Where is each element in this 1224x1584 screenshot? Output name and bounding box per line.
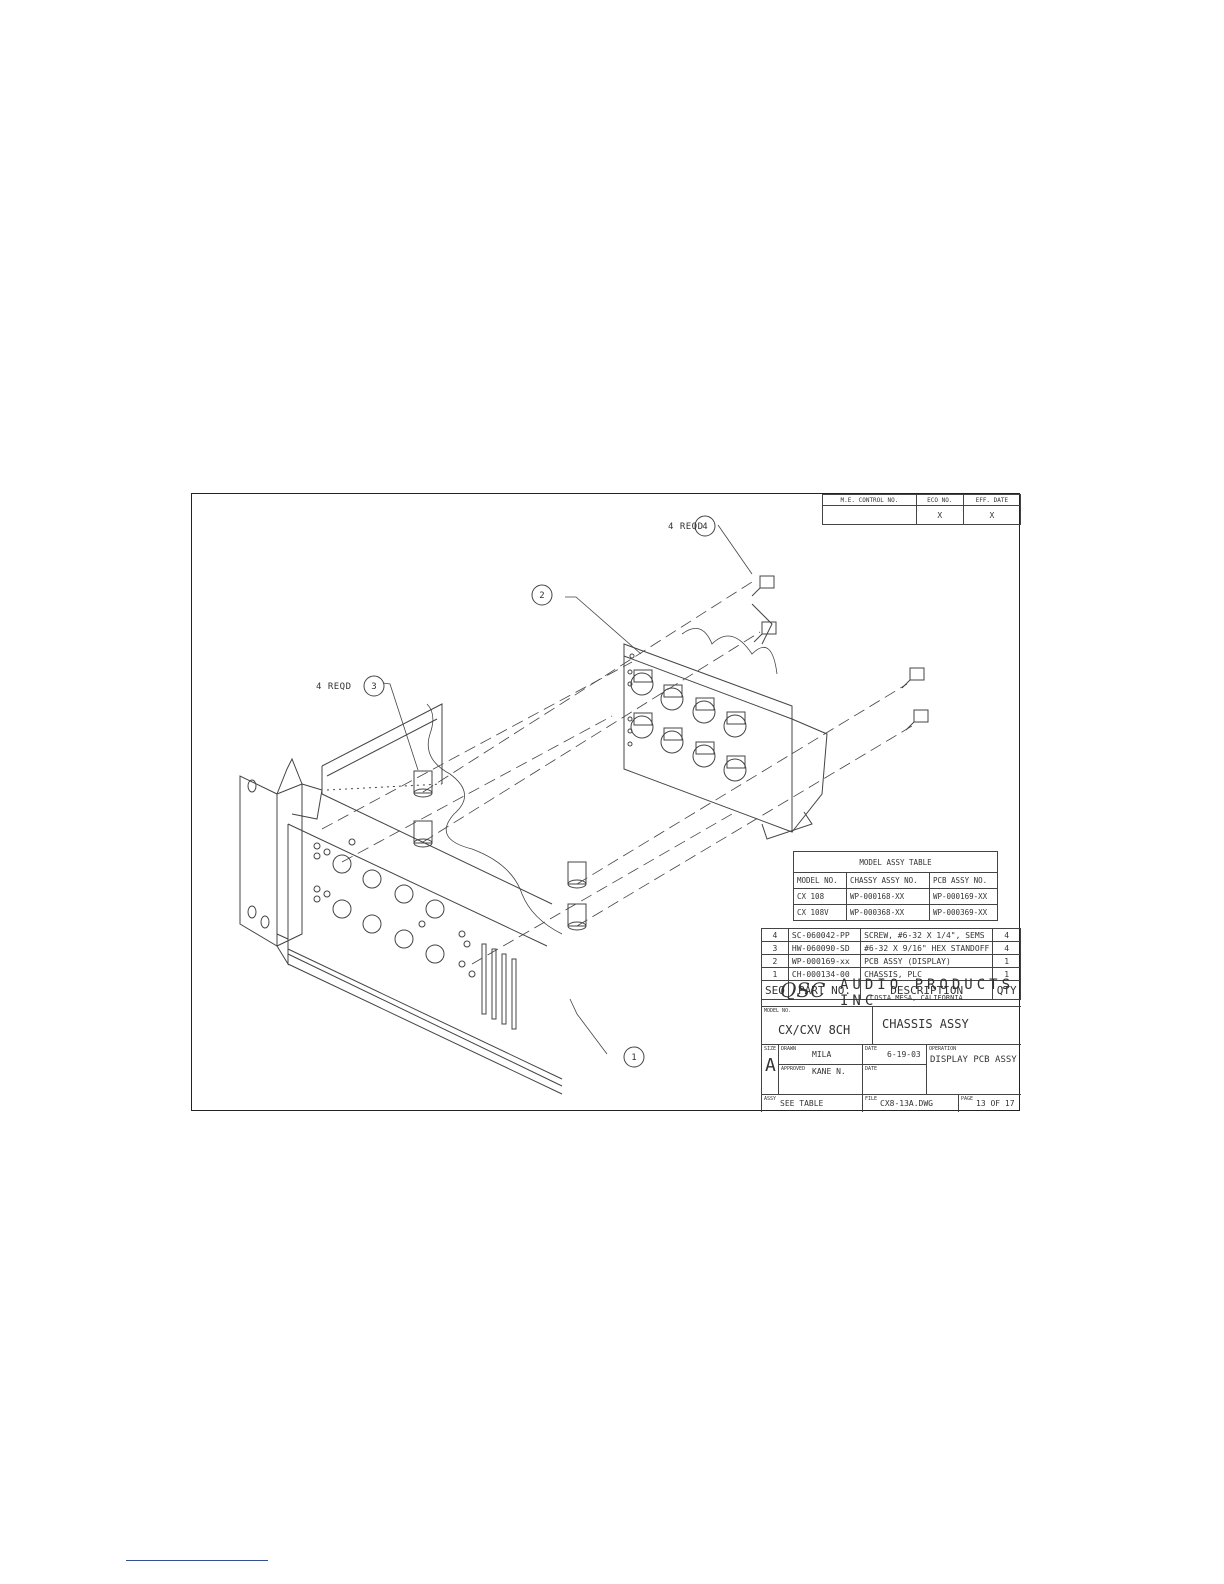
chassis-front-panel [239,703,563,1095]
vent-slots [481,943,517,1030]
assy-label: ASSY [764,1096,777,1102]
model-table-title: MODEL ASSY TABLE [793,851,998,873]
bom-header-part: PART NO. [787,980,862,1000]
model-table-header: CHASSY ASSY NO. [845,872,930,889]
balloon-1-number: 1 [631,1053,636,1063]
sheet-size: A [765,1055,776,1076]
model-cell: WP-000369-XX [928,904,999,921]
balloon-3-circle [363,675,385,697]
model-cell: CX 108V [793,904,847,921]
balloon-1-circle [623,1046,645,1068]
balloon-3-number: 3 [371,682,376,692]
page-number: 13 OF 17 [976,1099,1015,1108]
screws [751,575,929,731]
rev-value-date: X [962,505,1022,525]
bom-header-description: DESCRIPTION [860,980,994,1000]
operation-label: OPERATION [929,1046,957,1052]
assembly-lines [321,581,913,965]
table-row: CX 108 WP-000168-XX WP-000169-XX [793,888,999,905]
bom-cell: 4 [992,928,1021,942]
rev-header-eco: ECO NO. [915,494,964,506]
model-number: CX/CXV 8CH [778,1023,851,1037]
balloon-4-note: 4 REQD [668,522,704,532]
company-row: QSC AUDIO PRODUCTS INC COSTA MESA, CALIF… [762,975,1021,1009]
revision-block: M.E. CONTROL NO. ECO NO. EFF. DATE X X [822,494,1022,525]
assy-row: ASSY SEE TABLE FILE CX8-13A.DWG PAGE 13 … [762,1095,1021,1112]
balloon-4-circle [694,515,716,537]
size-row: SIZE A DRAWN MILA APPROVED KANE N. DATE … [762,1045,1021,1095]
drawn-label: DRAWN [781,1046,797,1052]
model-cell: WP-000169-XX [928,888,999,905]
bottom-link-underline[interactable] [126,1560,268,1561]
model-cell: WP-000168-XX [845,888,930,905]
file-label: FILE [865,1096,878,1102]
rev-value-eco: X [915,505,964,525]
bom-cell: 2 [761,954,789,968]
model-table-header: MODEL NO. [793,872,847,889]
table-row: CX 108V WP-000368-XX WP-000369-XX [793,904,999,921]
title-block: QSC AUDIO PRODUCTS INC COSTA MESA, CALIF… [761,975,1021,1112]
file-name: CX8-13A.DWG [880,1099,933,1108]
exploded-assembly-drawing: 1 2 3 4 4 REQD 4 REQD [239,515,929,1095]
rev-header-date: EFF. DATE [962,494,1022,506]
panel-holes [313,838,476,978]
drawing-sheet: 1 2 3 4 4 REQD 4 REQD M.E. CONTROL NO. E… [191,493,1022,1112]
table-row: 2 WP-000169-xx PCB ASSY (DISPLAY) 1 [761,954,1021,968]
rev-header-control: M.E. CONTROL NO. [822,494,917,506]
company-logo: QSC [780,978,826,1002]
company-name: AUDIO PRODUCTS INC [840,977,1015,1009]
model-cell: WP-000368-XX [845,904,930,921]
bom-cell: PCB ASSY (DISPLAY) [860,954,994,968]
table-row: 4 SC-060042-PP SCREW, #6-32 X 1/4", SEMS… [761,928,1021,942]
bill-of-materials: 4 SC-060042-PP SCREW, #6-32 X 1/4", SEMS… [761,928,1021,1000]
drawing-title: CHASSIS ASSY [882,1017,969,1031]
bom-header-qty: QTY [992,980,1021,1000]
balloon-3-note: 4 REQD [316,682,352,692]
approved-by: KANE N. [812,1067,846,1076]
company-location: COSTA MESA, CALIFORNIA [870,994,963,1002]
date-label: DATE [865,1046,878,1052]
model-table-header: PCB ASSY NO. [928,872,999,889]
model-assy-table: MODEL ASSY TABLE MODEL NO. CHASSY ASSY N… [793,851,999,921]
bom-cell: 1 [992,954,1021,968]
bom-cell: SC-060042-PP [787,928,862,942]
bom-cell: 4 [992,941,1021,955]
balloon-2-circle [531,584,553,606]
pcb-assembly [623,603,828,840]
rev-value-control [822,505,917,525]
date2-label: DATE [865,1066,878,1072]
mounting-slots [247,779,270,929]
bom-cell: 3 [761,941,789,955]
bom-cell: #6-32 X 9/16" HEX STANDOFF [860,941,994,955]
drawing-date: 6-19-03 [887,1050,921,1059]
model-cell: CX 108 [793,888,847,905]
drawn-by: MILA [812,1050,832,1059]
operation: DISPLAY PCB ASSY [930,1055,1017,1065]
size-label: SIZE [764,1046,777,1052]
bom-cell: HW-060090-SD [787,941,862,955]
model-row: MODEL NO. CX/CXV 8CH CHASSIS ASSY [762,1007,1021,1045]
bom-cell: 4 [761,928,789,942]
bom-cell: SCREW, #6-32 X 1/4", SEMS [860,928,994,942]
balloon-2-number: 2 [539,591,544,601]
approved-label: APPROVED [781,1066,806,1072]
table-row: 3 HW-060090-SD #6-32 X 9/16" HEX STANDOF… [761,941,1021,955]
assy-value: SEE TABLE [780,1099,824,1108]
page-label: PAGE [961,1096,974,1102]
bom-cell: WP-000169-xx [787,954,862,968]
model-label: MODEL NO. [764,1008,792,1014]
leader-lines [382,524,753,1055]
balloon-4-number: 4 [702,522,707,532]
